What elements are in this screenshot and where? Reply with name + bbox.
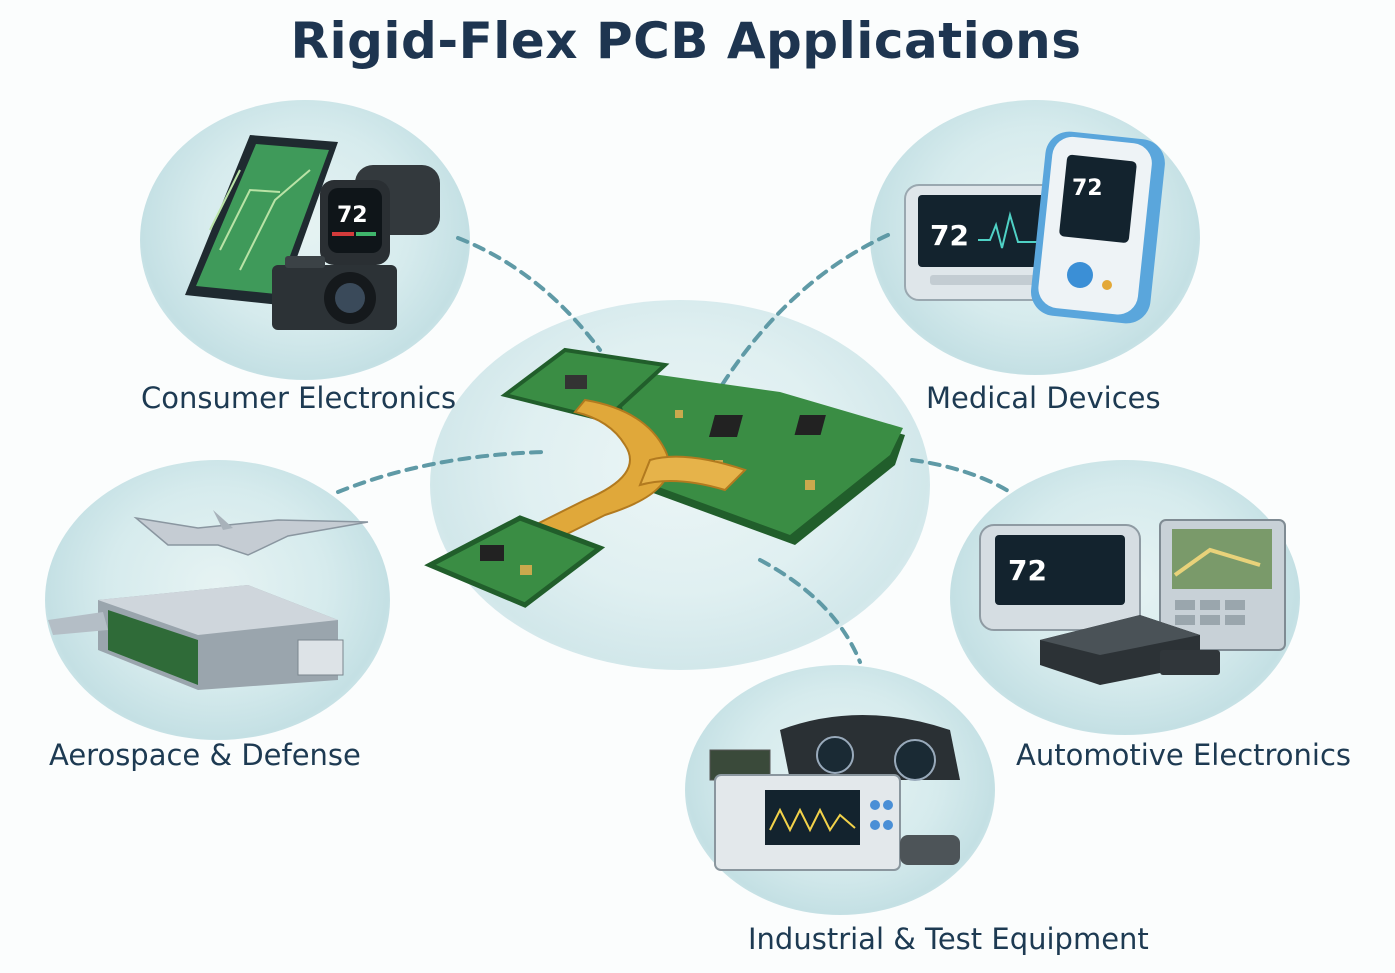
pcb-rigid-board-top-left (500, 347, 670, 423)
handheld-monitor-icon: 72 (1030, 131, 1165, 324)
label-medical-devices: Medical Devices (926, 381, 1161, 415)
smartwatch-icon: 72 (320, 165, 440, 265)
instrument-cluster-icon (709, 715, 960, 781)
dashboard-readout: 72 (1008, 554, 1047, 587)
label-consumer-electronics: Consumer Electronics (141, 381, 457, 415)
consumer-electronics-illustration: 72 (185, 135, 440, 330)
avionics-module-icon (48, 585, 344, 690)
connector-consumer (456, 236, 602, 352)
connector-automotive (910, 458, 1012, 494)
rigid-flex-pcb-illustration (424, 347, 905, 608)
handheld-readout: 72 (1072, 176, 1103, 201)
connector-aerospace (336, 450, 547, 494)
industrial-test-equipment-illustration (709, 715, 960, 871)
oscilloscope-icon (714, 774, 901, 871)
car-infotainment-unit-icon: 72 (979, 524, 1141, 631)
automotive-electronics-illustration: 72 (979, 519, 1286, 685)
navigation-display-icon (1159, 519, 1286, 651)
medical-devices-illustration: 72 72 (904, 131, 1165, 324)
label-industrial-test-equipment: Industrial & Test Equipment (748, 922, 1149, 956)
monitor-readout: 72 (930, 219, 969, 252)
pcb-rigid-board-main (610, 368, 905, 545)
smartphone-icon (185, 135, 338, 305)
aerospace-defense-illustration (48, 510, 369, 690)
connector-industrial (758, 558, 862, 664)
ecu-module-icon (1040, 615, 1220, 685)
watch-readout: 72 (337, 203, 368, 228)
flex-circuit-ribbon (533, 398, 747, 542)
patient-monitor-icon: 72 (904, 184, 1066, 301)
connector-medical (720, 233, 890, 387)
label-automotive-electronics: Automotive Electronics (1016, 738, 1352, 772)
label-aerospace-defense: Aerospace & Defense (49, 738, 361, 772)
page-title: Rigid-Flex PCB Applications (290, 12, 1082, 70)
pcb-rigid-board-bottom-left (424, 515, 606, 608)
sensor-probe-icon (900, 835, 960, 865)
camera-icon (272, 256, 397, 330)
jet-aircraft-icon (133, 510, 369, 556)
